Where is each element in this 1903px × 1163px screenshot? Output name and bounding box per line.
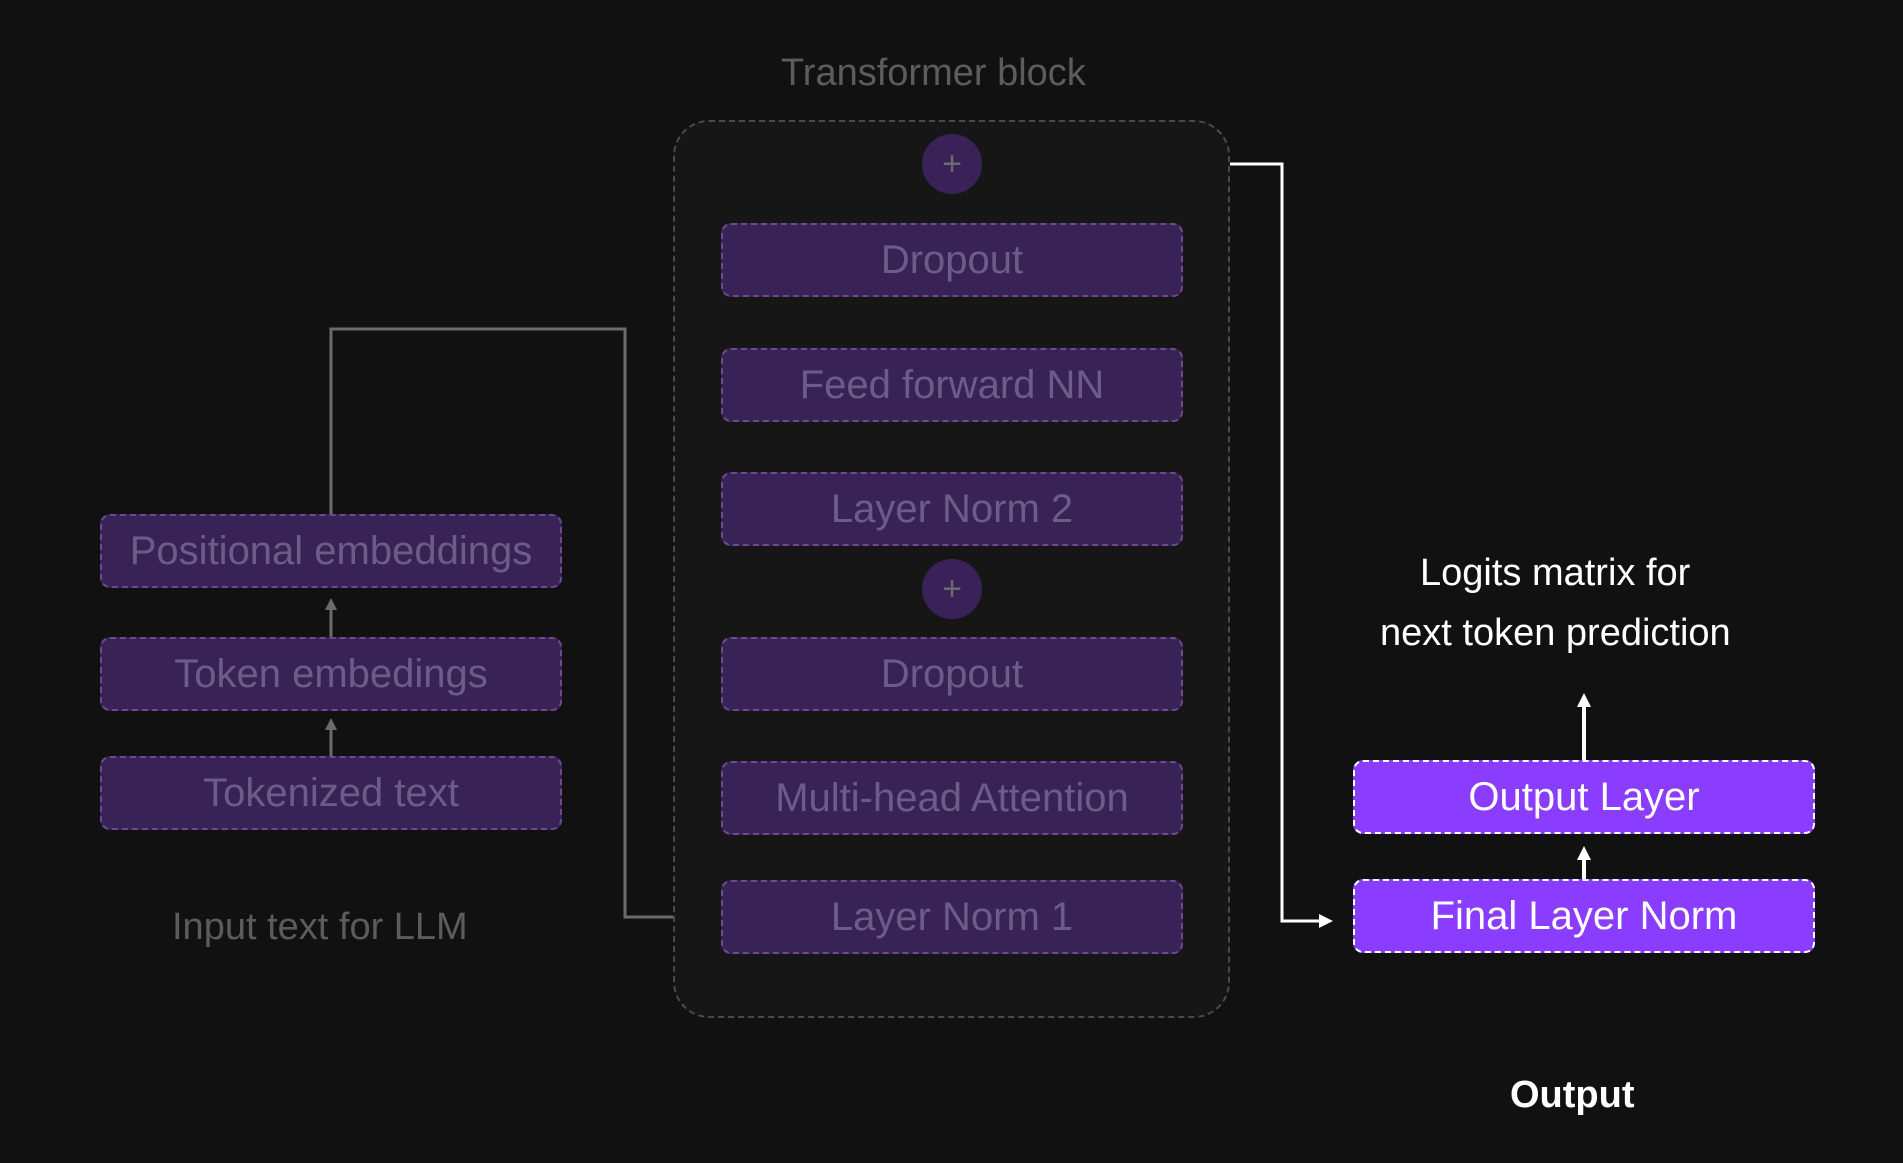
transformer-block-title: Transformer block <box>781 52 1086 94</box>
output-caption: Output <box>1510 1074 1635 1116</box>
dropout-top-label: Dropout <box>880 238 1024 282</box>
feed-forward-label: Feed forward NN <box>799 363 1105 407</box>
output-layer-label: Output Layer <box>1468 775 1700 819</box>
dropout-bottom-label: Dropout <box>880 652 1024 696</box>
final-layer-norm-label: Final Layer Norm <box>1430 894 1738 938</box>
input-caption: Input text for LLM <box>172 906 468 948</box>
tokenized-text-box: Tokenized text <box>100 756 562 830</box>
connector-input-to-transformer <box>329 327 701 923</box>
multi-head-attention-box: Multi-head Attention <box>721 761 1183 835</box>
output-layer-box: Output Layer <box>1353 760 1815 834</box>
layer-norm-2-label: Layer Norm 2 <box>830 487 1074 531</box>
positional-embeddings-box: Positional embeddings <box>100 514 562 588</box>
dropout-bottom-box: Dropout <box>721 637 1183 711</box>
tokenized-text-label: Tokenized text <box>203 771 459 815</box>
token-embeddings-label: Token embedings <box>174 652 488 696</box>
positional-embeddings-label: Positional embeddings <box>129 529 533 573</box>
multi-head-attention-label: Multi-head Attention <box>775 776 1129 820</box>
logits-caption-line-1: Logits matrix for <box>1420 552 1691 594</box>
feed-forward-box: Feed forward NN <box>721 348 1183 422</box>
layer-norm-1-box: Layer Norm 1 <box>721 880 1183 954</box>
residual-add-middle-icon: + <box>922 559 982 619</box>
logits-caption-line-2: next token prediction <box>1380 612 1731 654</box>
dropout-top-box: Dropout <box>721 223 1183 297</box>
layer-norm-1-label: Layer Norm 1 <box>830 895 1074 939</box>
final-layer-norm-box: Final Layer Norm <box>1353 879 1815 953</box>
residual-add-top-icon: + <box>922 134 982 194</box>
layer-norm-2-box: Layer Norm 2 <box>721 472 1183 546</box>
token-embeddings-box: Token embedings <box>100 637 562 711</box>
